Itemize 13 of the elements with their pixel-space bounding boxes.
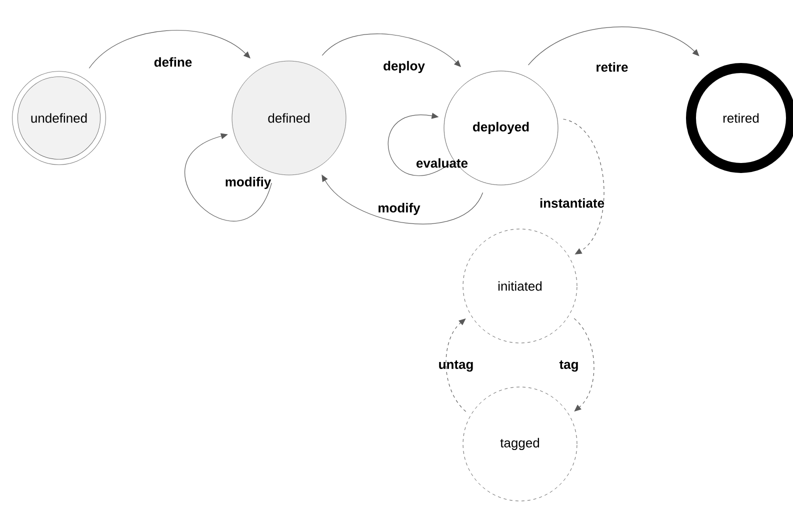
edge-label: modify — [378, 202, 420, 216]
arrow — [528, 26, 700, 66]
edge-label: untag — [439, 360, 473, 372]
edge-label: instantiate — [540, 198, 604, 208]
edge-label: tag — [559, 360, 578, 372]
edge-label: retire — [596, 62, 628, 72]
edge-label: define — [154, 57, 192, 67]
arrow — [562, 118, 604, 254]
arrow — [388, 112, 450, 176]
arrow — [184, 133, 272, 222]
edge-label: deploy — [384, 60, 425, 74]
arrow — [88, 30, 250, 69]
edge-label: modifiy — [226, 176, 272, 190]
